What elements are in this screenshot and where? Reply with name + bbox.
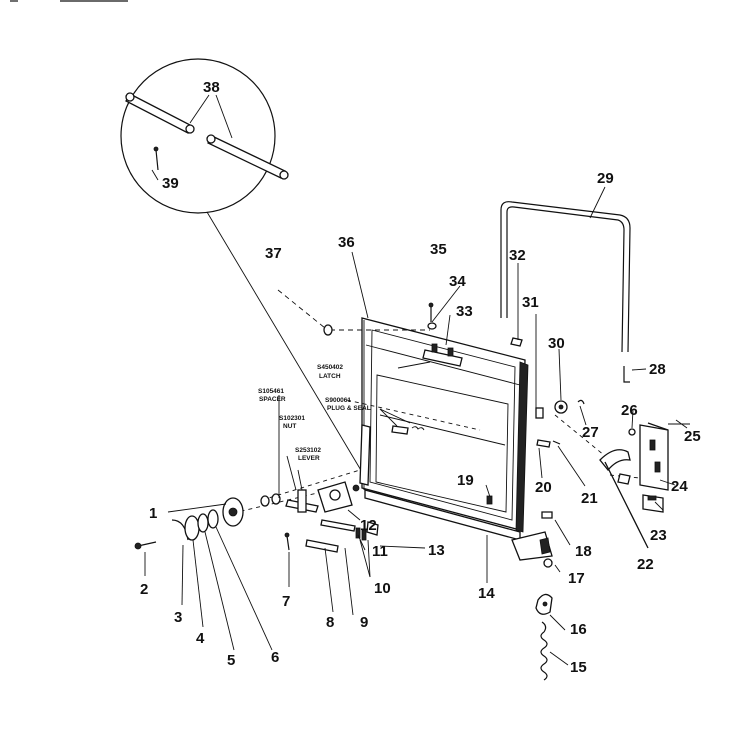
part-7 (284, 532, 290, 551)
part-number-labels: 1 2 3 4 5 6 7 8 9 10 11 12 13 14 15 16 1… (140, 79, 701, 676)
washer-part-34 (427, 322, 437, 330)
caption-plug-code: S900061 (325, 397, 351, 404)
label-25: 25 (684, 428, 701, 445)
label-13: 13 (428, 542, 445, 559)
label-1: 1 (149, 505, 157, 522)
assembly-parts-1-6 (171, 497, 244, 541)
label-22: 22 (637, 556, 654, 573)
label-3: 3 (174, 609, 182, 626)
label-10: 10 (374, 580, 391, 597)
detail-inset-circle (120, 58, 363, 473)
pin-part-21 (552, 440, 561, 445)
label-26: 26 (621, 402, 638, 419)
label-35: 35 (430, 241, 447, 258)
label-27: 27 (582, 424, 599, 441)
caption-spacer-code: S105461 (258, 388, 284, 395)
part-19 (486, 495, 493, 505)
parts-10-11 (320, 519, 379, 541)
label-38: 38 (203, 79, 220, 96)
label-4: 4 (196, 630, 205, 647)
label-18: 18 (575, 543, 592, 560)
caption-nut-code: S102301 (279, 415, 305, 422)
label-23: 23 (650, 527, 667, 544)
label-20: 20 (535, 479, 552, 496)
label-6: 6 (271, 649, 279, 666)
part-8 (305, 539, 339, 553)
label-2: 2 (140, 581, 148, 598)
clip-part-23 (642, 494, 664, 513)
label-7: 7 (282, 593, 290, 610)
spring-part-15 (540, 621, 548, 681)
label-28: 28 (649, 361, 666, 378)
caption-lever-name: LEVER (298, 455, 320, 462)
caption-latch-code: S450402 (317, 364, 343, 371)
clip-part-32 (510, 337, 523, 347)
part-28 (623, 366, 630, 383)
label-21: 21 (581, 490, 598, 507)
part-captions: S105461 SPACER S102301 NUT S253102 LEVER… (258, 364, 371, 462)
label-5: 5 (227, 652, 235, 669)
frame-part-29 (500, 201, 631, 353)
part-24 (617, 473, 631, 485)
label-11: 11 (372, 543, 388, 560)
label-31: 31 (522, 294, 539, 311)
caption-spacer-name: SPACER (259, 396, 286, 403)
label-37: 37 (265, 245, 282, 262)
label-29: 29 (597, 170, 614, 187)
bracket-part-31 (535, 407, 544, 419)
part-12 (317, 481, 360, 513)
label-39: 39 (162, 175, 179, 192)
caption-nut-name: NUT (283, 423, 296, 430)
label-19: 19 (457, 472, 474, 489)
screw-part-39 (153, 146, 159, 171)
caption-latch-name: LATCH (319, 373, 341, 380)
label-12: 12 (360, 517, 377, 534)
label-36: 36 (338, 234, 355, 251)
rod-part-38-a (125, 92, 195, 134)
label-16: 16 (570, 621, 587, 638)
door-frame-part-36 (359, 317, 529, 541)
label-33: 33 (456, 303, 473, 320)
label-30: 30 (548, 335, 565, 352)
cam-part-30 (554, 400, 568, 414)
lever-part (285, 489, 319, 513)
washer-part-37 (323, 324, 333, 336)
link-part-16 (535, 593, 553, 615)
spring-part-20 (536, 439, 551, 448)
plug-seal (379, 408, 425, 435)
hinge-part-17 (511, 531, 553, 568)
caption-lever-code: S253102 (295, 447, 321, 454)
label-9: 9 (360, 614, 368, 631)
label-8: 8 (326, 614, 334, 631)
screw-part-35 (428, 302, 434, 322)
latch-part-33 (422, 343, 463, 367)
screw-part-2 (134, 541, 157, 550)
label-17: 17 (568, 570, 585, 587)
callout-leaders (144, 186, 690, 666)
label-15: 15 (570, 659, 587, 676)
hinge-bracket-part-25 (639, 422, 669, 491)
washer-spacer (260, 493, 281, 507)
rod-part-38-b (206, 134, 289, 180)
part-26 (628, 428, 636, 436)
pin-part-27 (577, 399, 585, 405)
label-32: 32 (509, 247, 526, 264)
label-34: 34 (449, 273, 466, 290)
label-24: 24 (671, 478, 688, 495)
label-14: 14 (478, 585, 495, 602)
part-18 (541, 511, 553, 519)
caption-plug-name: PLUG & SEAL (327, 405, 371, 412)
hinge-arm-part-22 (599, 449, 649, 549)
